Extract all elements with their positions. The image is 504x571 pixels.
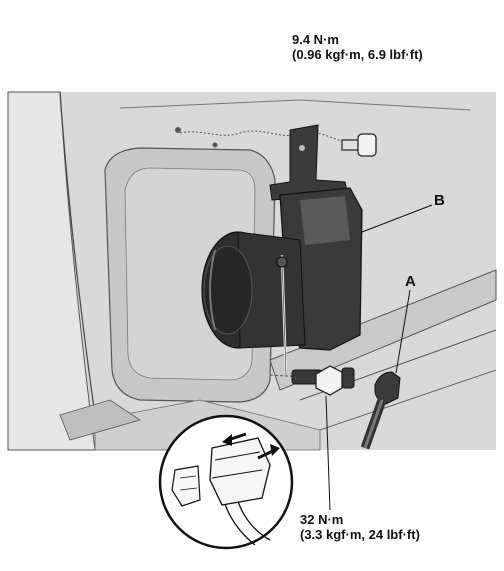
- leader-dashed: [179, 130, 353, 144]
- torque-bottom-value: 32 N·m: [300, 512, 344, 527]
- torque-top-value: 9.4 N·m: [292, 32, 339, 47]
- panel-hole: [212, 142, 218, 148]
- callout-a: A: [405, 273, 416, 290]
- callout-b: B: [434, 192, 445, 209]
- torque-spec-top: 9.4 N·m (0.96 kgf·m, 6.9 lbf·ft): [292, 32, 423, 62]
- connector-a: [360, 371, 401, 450]
- torque-bottom-units: (3.3 kgf·m, 24 lbf·ft): [300, 527, 420, 542]
- panel-hole: [175, 127, 181, 133]
- leader-b: [361, 204, 433, 233]
- floor-rail: [269, 269, 497, 391]
- top-bolt: [341, 133, 377, 157]
- lower-bolt: [291, 365, 355, 396]
- detail-magnifier: [158, 414, 294, 550]
- leader-torque-bottom: [325, 395, 331, 511]
- leader-a: [395, 289, 411, 374]
- torque-spec-bottom: 32 N·m (3.3 kgf·m, 24 lbf·ft): [300, 512, 420, 542]
- torque-top-units: (0.96 kgf·m, 6.9 lbf·ft): [292, 47, 423, 62]
